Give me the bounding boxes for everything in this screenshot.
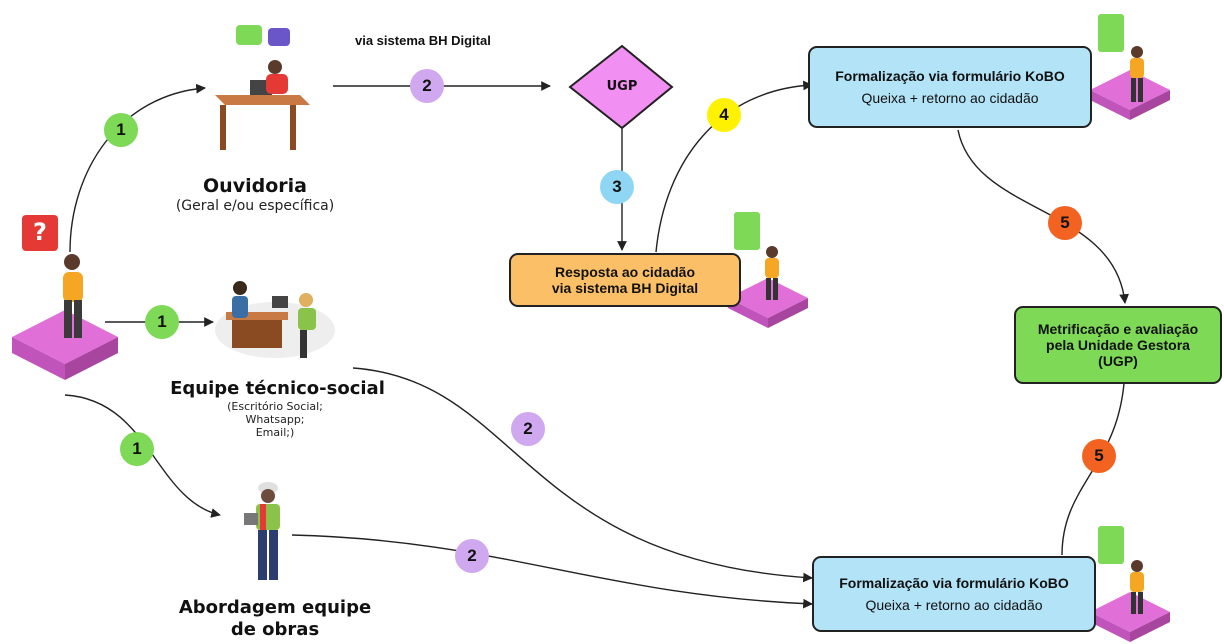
question-bubble-icon	[22, 215, 58, 251]
arrow-kobo-top-to-metric	[957, 129, 1129, 304]
ouvidoria-subtitle: (Geral e/ou específica)	[175, 198, 335, 214]
check-person-top-right	[1090, 14, 1170, 120]
metric-box: Metrificação e avaliação pela Unidade Ge…	[1014, 306, 1222, 384]
question-mark-icon: ?	[33, 218, 47, 246]
step-badge-4: 4	[707, 98, 741, 132]
kobo-bottom-title: Formalização via formulário KoBO	[839, 575, 1069, 591]
step-badge-2-middle: 2	[511, 412, 545, 446]
abordagem-title-2: de obras	[230, 619, 320, 640]
equipe-channels-1: (Escritório Social;	[227, 400, 323, 413]
arrow-resposta-to-kobo-top	[655, 80, 813, 253]
step-badge-2-top: 2	[410, 69, 444, 103]
kobo-top-box: Formalização via formulário KoBO Queixa …	[808, 46, 1092, 128]
metric-line1: Metrificação e avaliação	[1037, 321, 1199, 337]
step-badge-1-top: 1	[104, 113, 138, 147]
check-person-bottom-right	[1090, 526, 1170, 642]
ugp-diamond	[568, 44, 674, 130]
citizen-illustration	[12, 215, 118, 380]
step-badge-5-bottom: 5	[1082, 439, 1116, 473]
equipe-channels-2: Whatsapp;	[245, 413, 305, 426]
step-badge-1-middle: 1	[145, 305, 179, 339]
kobo-bottom-box: Formalização via formulário KoBO Queixa …	[812, 556, 1096, 632]
ugp-label: UGP	[606, 79, 638, 94]
equipe-illustration	[215, 281, 335, 358]
resposta-line2: via sistema BH Digital	[551, 280, 699, 296]
abordagem-title-1: Abordagem equipe	[178, 597, 372, 618]
check-person-middle	[728, 212, 808, 328]
ouvidoria-title: Ouvidoria	[203, 175, 307, 197]
step-badge-3: 3	[600, 170, 634, 204]
kobo-top-text: Queixa + retorno ao cidadão	[861, 90, 1039, 106]
equipe-channels-3: Email;)	[255, 426, 295, 439]
step-badge-5-top: 5	[1048, 206, 1082, 240]
step-badge-2-bottom: 2	[455, 539, 489, 573]
metric-line2: pela Unidade Gestora	[1046, 337, 1190, 353]
kobo-bottom-text: Queixa + retorno ao cidadão	[865, 597, 1043, 613]
resposta-box: Resposta ao cidadão via sistema BH Digit…	[509, 253, 741, 307]
metric-line3: (UGP)	[1098, 353, 1138, 369]
via-bh-digital-label: via sistema BH Digital	[355, 33, 491, 48]
kobo-top-title: Formalização via formulário KoBO	[835, 68, 1065, 84]
arrow-abordagem-to-kobo-bottom	[291, 534, 813, 609]
ouvidoria-desk-illustration	[215, 25, 310, 150]
worker-illustration	[244, 482, 280, 580]
resposta-line1: Resposta ao cidadão	[554, 264, 696, 280]
arrow-citizen-to-ouvidoria	[69, 83, 206, 253]
equipe-title: Equipe técnico-social	[170, 378, 385, 399]
step-badge-1-bottom: 1	[120, 432, 154, 466]
arrow-equipe-to-kobo-bottom	[352, 367, 813, 583]
